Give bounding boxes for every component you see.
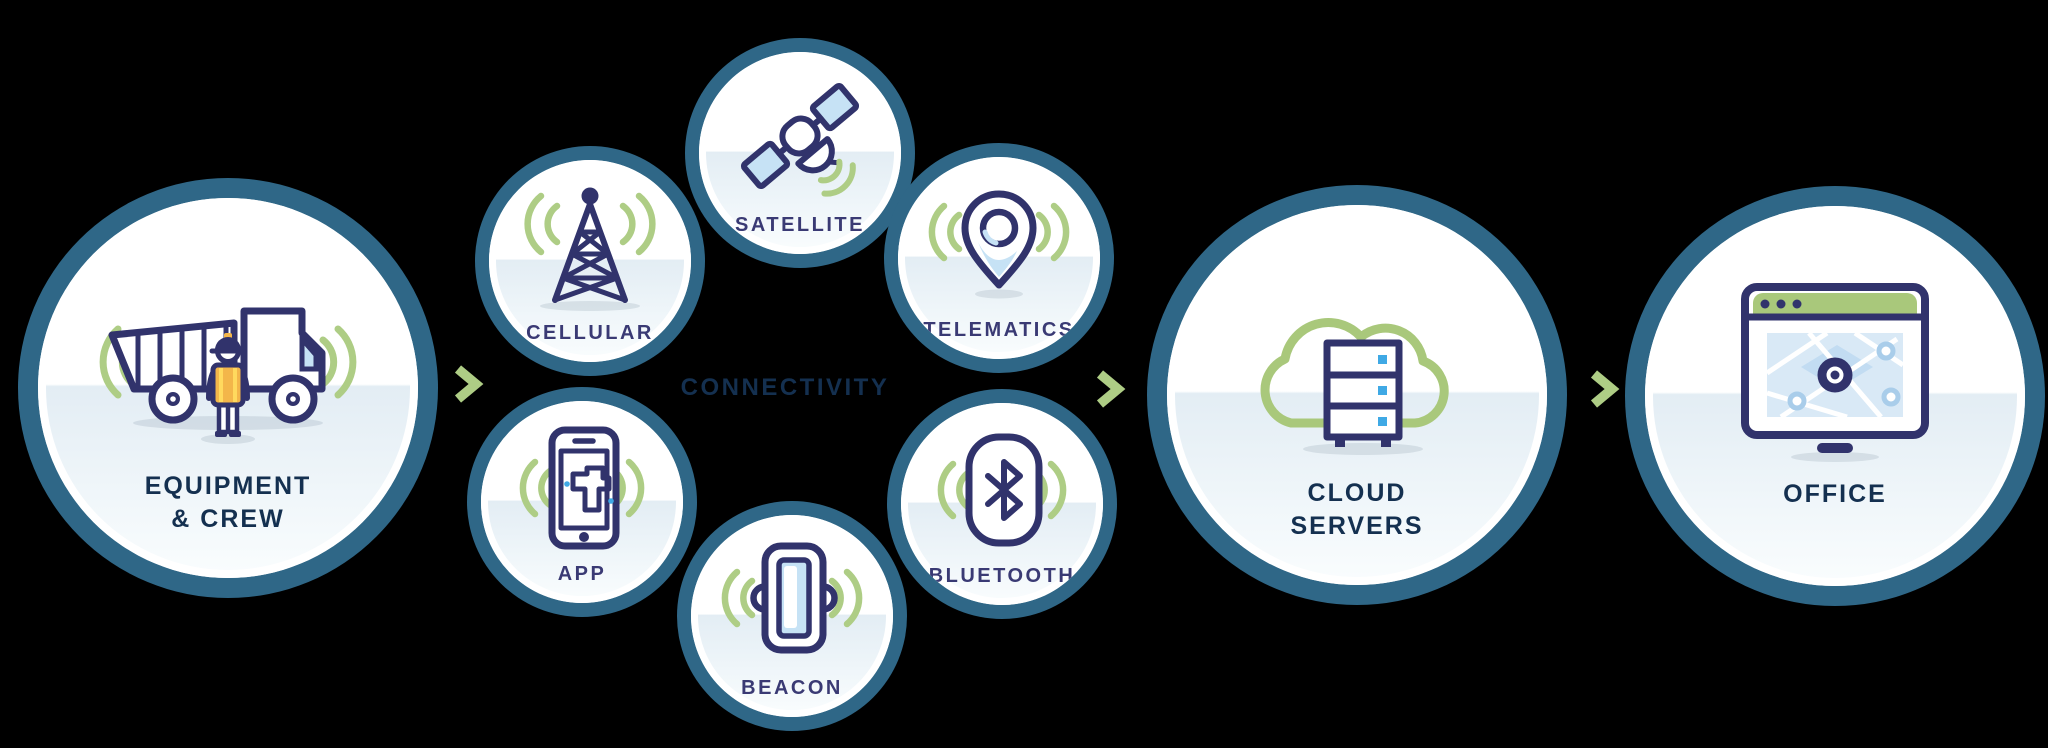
equipment-crew-label: EQUIPMENT & CREW	[145, 470, 312, 535]
node-beacon: BEACON	[677, 501, 907, 731]
node-bluetooth: BLUETOOTH	[887, 389, 1117, 619]
node-cellular: CELLULAR	[475, 146, 705, 376]
dump-truck-and-worker-icon	[99, 307, 357, 444]
node-telematics: TELEMATICS	[884, 143, 1114, 373]
satellite-label: SATELLITE	[735, 214, 865, 236]
flow-chevron-icon	[1590, 370, 1620, 408]
smartphone-app-icon	[519, 426, 645, 550]
node-satellite-face: SATELLITE	[699, 52, 901, 254]
stage-office: OFFICE	[1625, 186, 2045, 606]
cellular-label: CELLULAR	[526, 322, 654, 344]
node-app: APP	[467, 387, 697, 617]
office-monitor-map-icon	[1741, 283, 1929, 462]
cloud-servers-icon	[1260, 318, 1449, 455]
node-app-face: APP	[481, 401, 683, 603]
bluetooth-icon	[937, 433, 1067, 547]
bluetooth-label: BLUETOOTH	[928, 565, 1076, 587]
satellite-icon	[740, 83, 860, 197]
app-label: APP	[557, 563, 607, 585]
cloud-servers-label-line2: SERVERS	[1290, 511, 1424, 540]
beacon-device-icon	[721, 542, 863, 654]
location-pin-icon	[928, 190, 1070, 298]
office-label: OFFICE	[1783, 480, 1887, 508]
cloud-servers-label: CLOUD SERVERS	[1290, 477, 1423, 542]
equipment-crew-label-line1: EQUIPMENT	[144, 472, 312, 500]
telematics-label: TELEMATICS	[923, 319, 1075, 341]
stage-office-face: OFFICE	[1645, 206, 2025, 586]
flow-chevron-icon	[454, 365, 484, 403]
stage-equipment-crew-face: EQUIPMENT & CREW	[38, 198, 418, 578]
node-bluetooth-face: BLUETOOTH	[901, 403, 1103, 605]
flow-chevron-icon	[1096, 370, 1126, 408]
beacon-label: BEACON	[741, 677, 843, 699]
node-cellular-face: CELLULAR	[489, 160, 691, 362]
connectivity-title: CONNECTIVITY	[680, 374, 890, 401]
equipment-crew-label-line2: & CREW	[171, 504, 285, 533]
cloud-servers-label-line1: CLOUD	[1307, 479, 1407, 507]
stage-cloud-servers: CLOUD SERVERS	[1147, 185, 1567, 605]
node-beacon-face: BEACON	[691, 515, 893, 717]
node-telematics-face: TELEMATICS	[898, 157, 1100, 359]
stage-cloud-servers-face: CLOUD SERVERS	[1167, 205, 1547, 585]
cellular-tower-icon	[524, 187, 656, 311]
stage-equipment-crew: EQUIPMENT & CREW	[18, 178, 438, 598]
node-satellite: SATELLITE	[685, 38, 915, 268]
